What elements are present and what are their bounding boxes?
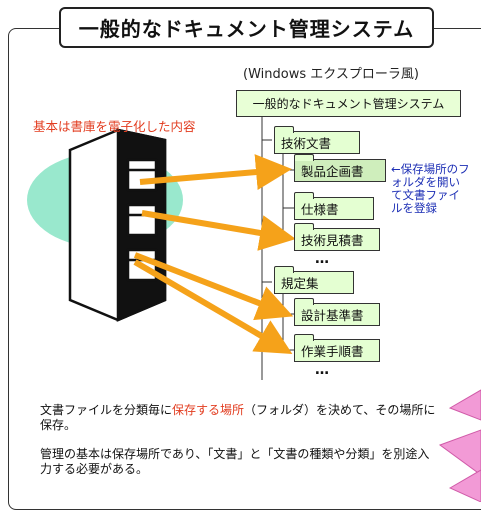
explorer-caption: (Windows エクスプローラ風) [243,67,419,82]
folder-specifications[interactable]: 仕様書 [294,192,374,220]
folder-work-procedure[interactable]: 作業手順書 [294,334,380,362]
archive-note: 基本は書庫を電子化した内容 [33,119,196,134]
title-box: 一般的なドキュメント管理システム [59,7,434,48]
callout-wedges [438,389,481,502]
tree-root[interactable]: 一般的なドキュメント管理システム [236,90,461,117]
more-items-2: … [315,362,331,378]
file-cabinet-icon [68,128,167,322]
para1-text-a: 文書ファイルを分類毎に [40,403,173,417]
para1-text-c: （フォルダ）を決めて、その場所に保存。 [40,403,436,432]
storage-arrows [133,154,296,355]
para1-highlight: 保存する場所 [172,403,245,417]
folder-technical-estimate[interactable]: 技術見積書 [294,223,380,251]
folder-regulations[interactable]: 規定集 [274,266,354,294]
arrow-to-procedure [133,259,293,355]
paragraph-folder-storage: 文書ファイルを分類毎に保存する場所（フォルダ）を決めて、その場所に保存。 [40,403,440,433]
arrow-to-product-plan [139,154,292,190]
arrow-to-design-standard [133,252,294,321]
more-items-1: … [315,251,331,267]
arrow-to-estimate [141,210,296,251]
folder-technical-docs[interactable]: 技術文書 [274,126,360,154]
page-title: 一般的なドキュメント管理システム [78,17,415,41]
save-location-note: ←保存場所のフォルダを開いて文書ファイルを登録 [391,162,470,215]
folder-product-plan[interactable]: 製品企画書 [294,154,386,182]
folder-design-standard[interactable]: 設計基準書 [294,298,380,326]
paragraph-management-basics: 管理の基本は保存場所であり、「文書」と「文書の種類や分類」を別途入力する必要があ… [40,447,430,476]
